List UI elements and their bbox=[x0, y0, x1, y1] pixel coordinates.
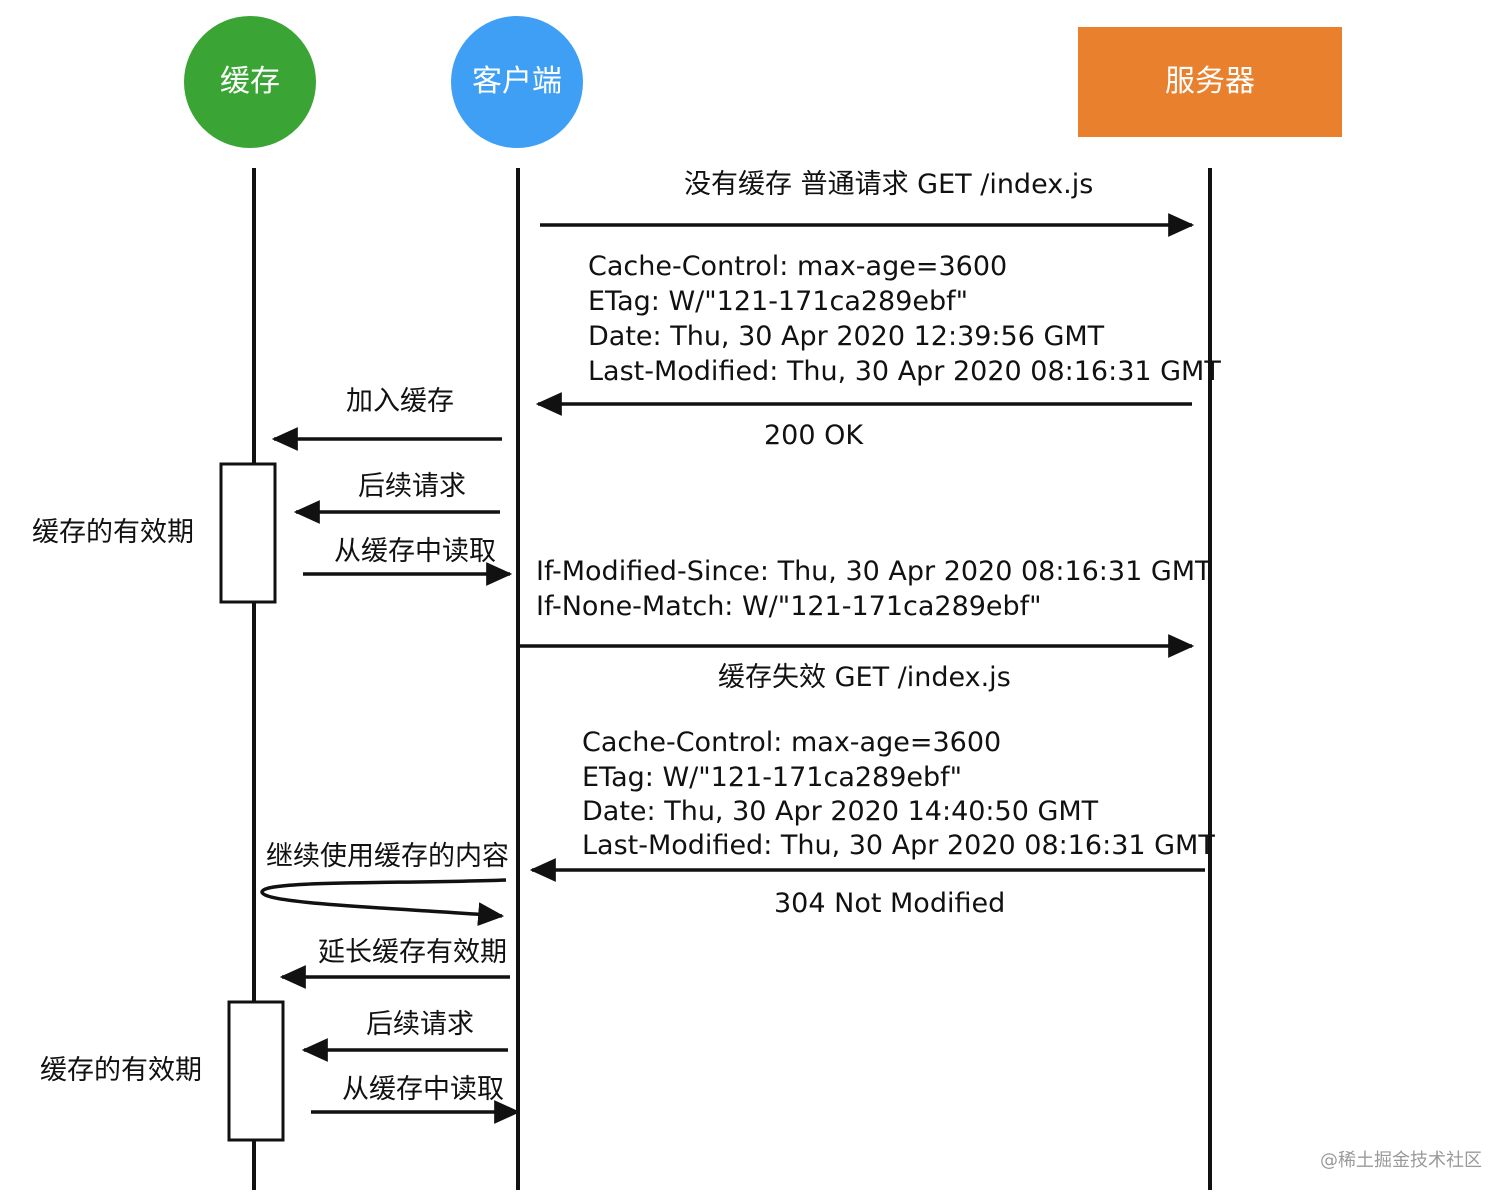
response-header-2-0: Cache-Control: max-age=3600 bbox=[582, 727, 1002, 758]
cache-actor-label: 缓存 bbox=[220, 64, 280, 99]
read-cache-label-2: 从缓存中读取 bbox=[342, 1074, 504, 1105]
extend-validity-label: 延长缓存有效期 bbox=[318, 937, 507, 968]
subsequent-request-label-1: 后续请求 bbox=[358, 471, 466, 502]
cache-validity-label-1: 缓存的有效期 bbox=[32, 517, 194, 548]
request-header-2-0: If-Modified-Since: Thu, 30 Apr 2020 08:1… bbox=[536, 556, 1212, 587]
cache-actor-circle bbox=[184, 16, 316, 148]
server-actor-box bbox=[1078, 27, 1342, 137]
subsequent-request-label-2: 后续请求 bbox=[366, 1009, 474, 1040]
request-header-2-1: If-None-Match: W/"121-171ca289ebf" bbox=[536, 591, 1042, 622]
cache-validity-label-2: 缓存的有效期 bbox=[40, 1055, 202, 1086]
expired-request-label: 缓存失效 GET /index.js bbox=[718, 662, 1011, 693]
continue-use-cache-label: 继续使用缓存的内容 bbox=[266, 841, 509, 872]
response-header-1-0: Cache-Control: max-age=3600 bbox=[588, 251, 1008, 282]
arrow-continue-use-cache bbox=[260, 878, 507, 927]
response-header-1-1: ETag: W/"121-171ca289ebf" bbox=[588, 286, 969, 317]
response-header-2-3: Last-Modified: Thu, 30 Apr 2020 08:16:31… bbox=[582, 830, 1215, 861]
cache-validity-box-2 bbox=[227, 1000, 285, 1142]
client-actor-circle bbox=[451, 16, 583, 148]
cache-validity-box-1 bbox=[219, 462, 277, 604]
add-cache-label: 加入缓存 bbox=[346, 386, 454, 417]
watermark: @稀土掘金技术社区 bbox=[1320, 1150, 1482, 1171]
client-actor-label: 客户端 bbox=[472, 64, 562, 99]
response-header-2-1: ETag: W/"121-171ca289ebf" bbox=[582, 762, 963, 793]
response-header-1-3: Last-Modified: Thu, 30 Apr 2020 08:16:31… bbox=[588, 356, 1221, 387]
response-header-1-2: Date: Thu, 30 Apr 2020 12:39:56 GMT bbox=[588, 321, 1105, 352]
server-actor-label: 服务器 bbox=[1165, 64, 1255, 99]
status-304-label: 304 Not Modified bbox=[774, 888, 1006, 919]
response-header-2-2: Date: Thu, 30 Apr 2020 14:40:50 GMT bbox=[582, 796, 1099, 827]
status-200-label: 200 OK bbox=[764, 420, 864, 451]
read-cache-label-1: 从缓存中读取 bbox=[334, 536, 496, 567]
normal-request-label: 没有缓存 普通请求 GET /index.js bbox=[684, 169, 1094, 200]
